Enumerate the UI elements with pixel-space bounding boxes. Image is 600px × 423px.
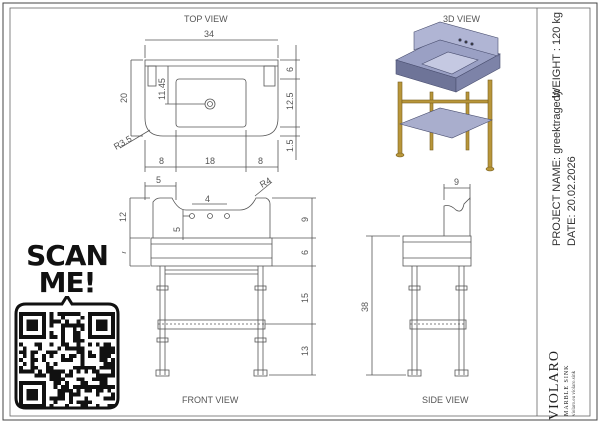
top-view-right-ledge bbox=[263, 65, 276, 87]
dim-text-front-5-hole: 5 bbox=[172, 227, 182, 232]
dim-text-front-7: 7 bbox=[118, 250, 128, 255]
dim-text-20: 20 bbox=[119, 93, 129, 103]
dim-text-front-6: 6 bbox=[300, 250, 310, 255]
dim-text-front-9: 9 bbox=[300, 217, 310, 222]
top-view-left-ledge bbox=[147, 65, 157, 87]
dim-text-8-right: 8 bbox=[258, 156, 263, 166]
brand-name: VIOLARO bbox=[547, 350, 562, 420]
dim-text-front-4: 4 bbox=[205, 194, 210, 204]
front-r4-leader bbox=[254, 181, 273, 197]
inner-border bbox=[9, 7, 591, 417]
dim-text-front-12: 12 bbox=[118, 212, 128, 222]
iso-shelf bbox=[399, 107, 493, 139]
scan-line-2: ME! bbox=[38, 266, 97, 299]
side-view bbox=[366, 184, 472, 377]
top-view-drain bbox=[204, 98, 216, 110]
brand-contact: violaro.eu violaro.sink bbox=[572, 370, 577, 416]
scan-me-panel: SCAN ME! bbox=[12, 240, 122, 410]
iso-view bbox=[395, 21, 501, 172]
dim-text-r3-5: R3.5 bbox=[112, 134, 133, 152]
front-tap-hole-3 bbox=[224, 213, 230, 219]
top-view-title: TOP VIEW bbox=[184, 14, 228, 24]
dim-text-34: 34 bbox=[204, 29, 214, 39]
front-shelf bbox=[157, 319, 266, 330]
dim-text-18: 18 bbox=[205, 156, 215, 166]
dim-text-11-45: 11.45 bbox=[157, 78, 167, 100]
side-view-title: SIDE VIEW bbox=[422, 395, 469, 405]
dim-text-38: 38 bbox=[360, 302, 370, 312]
front-view-title: FRONT VIEW bbox=[182, 395, 239, 405]
dim-text-12-5: 12.5 bbox=[285, 92, 295, 110]
dim-text-6-top: 6 bbox=[285, 67, 295, 72]
side-splash-profile bbox=[443, 197, 471, 236]
scan-line-1: SCAN bbox=[26, 239, 109, 272]
dim-text-side-9: 9 bbox=[454, 177, 459, 187]
dim-text-front-15: 15 bbox=[300, 293, 310, 303]
dim-text-1-5: 1.5 bbox=[285, 139, 295, 152]
weight-label: WEIGHT : 120 kg bbox=[551, 12, 563, 98]
top-view bbox=[119, 39, 300, 172]
front-splash-profile bbox=[152, 197, 271, 238]
side-slab bbox=[402, 235, 472, 267]
brand-tagline: MARBLE SINK bbox=[564, 364, 570, 416]
radius-leader bbox=[119, 129, 151, 149]
date-label: DATE: 20.02.2026 bbox=[566, 156, 578, 246]
front-tap-hole-1 bbox=[189, 213, 195, 219]
front-tap-hole-2 bbox=[207, 213, 213, 219]
dim-text-r4: R4 bbox=[258, 175, 273, 189]
front-view bbox=[129, 181, 316, 377]
front-slab bbox=[150, 237, 273, 267]
iso-splash bbox=[413, 21, 499, 57]
side-shelf bbox=[409, 319, 467, 330]
iso-view-title: 3D VIEW bbox=[443, 14, 481, 24]
top-view-basin bbox=[175, 78, 247, 128]
dim-text-front-13: 13 bbox=[300, 346, 310, 356]
scan-me-title: SCAN ME! bbox=[12, 239, 122, 299]
iso-basin bbox=[421, 51, 479, 75]
project-name-label: PROJECT NAME: greektragedy bbox=[551, 89, 563, 246]
qr-code[interactable] bbox=[19, 312, 115, 408]
dim-text-8-left: 8 bbox=[159, 156, 164, 166]
dim-text-front-5: 5 bbox=[156, 175, 161, 185]
top-view-outline bbox=[144, 59, 279, 137]
